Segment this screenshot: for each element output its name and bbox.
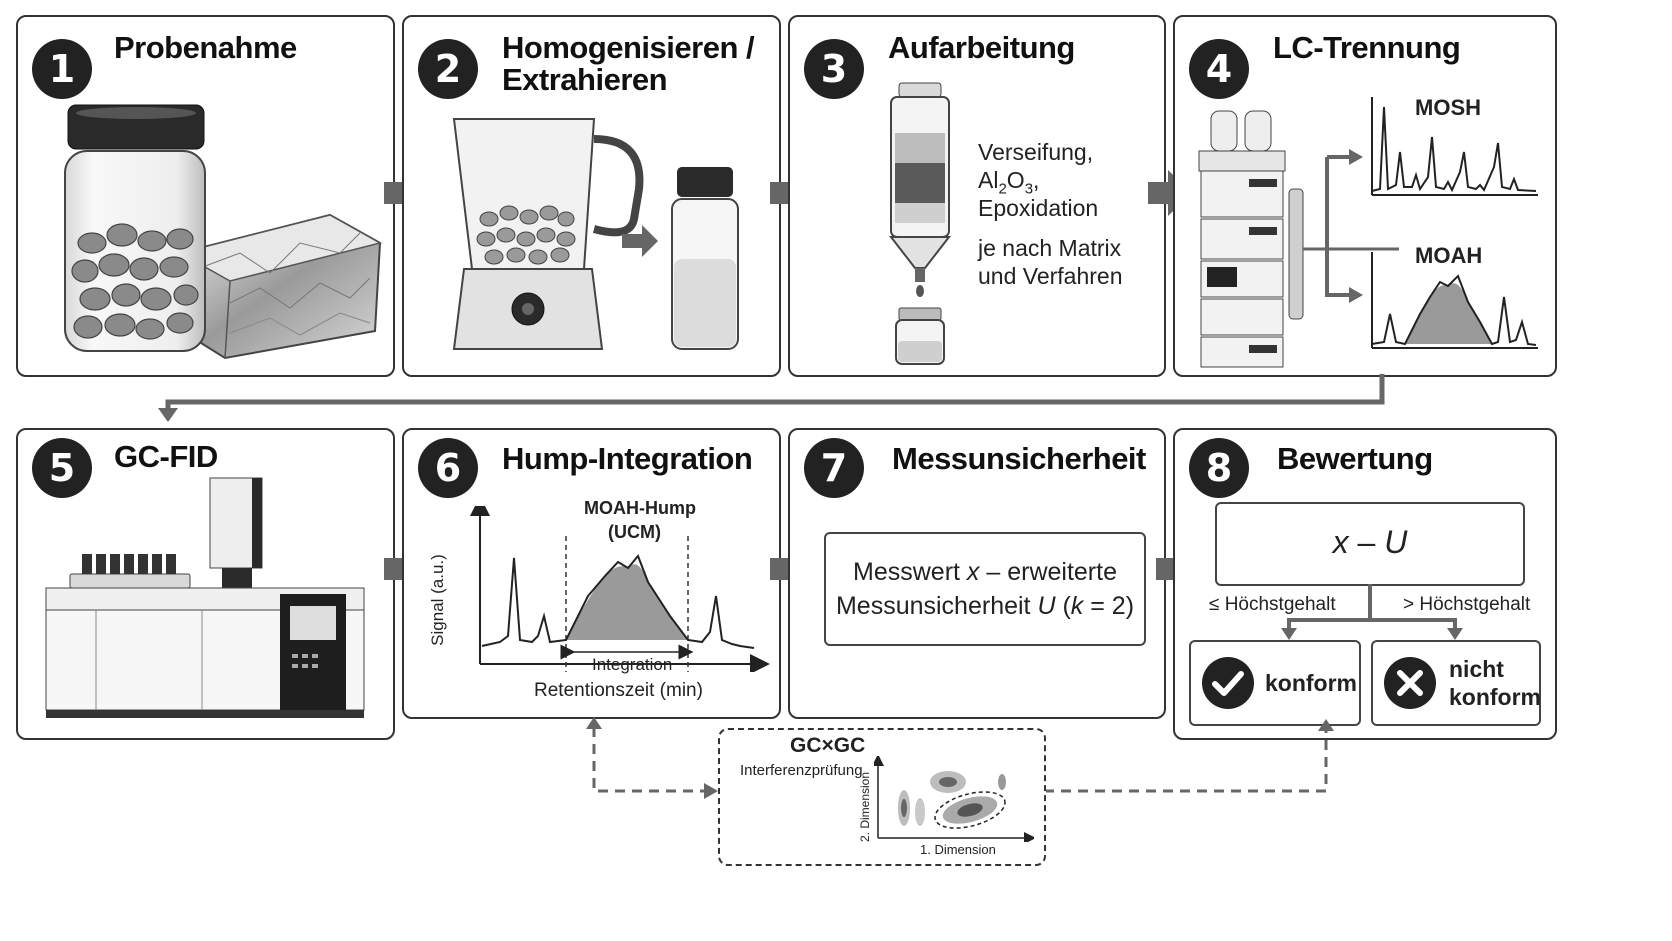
o-symbol: O	[1006, 167, 1025, 193]
sample-jar-illustration	[64, 104, 383, 360]
subscript-3: 3	[1024, 180, 1034, 198]
subscript-2: 2	[998, 180, 1007, 198]
step-2-panel: 2 Homogenisieren / Extrahieren	[402, 15, 781, 377]
step-6-number: 6	[418, 438, 478, 498]
step-8-number: 8	[1189, 438, 1249, 498]
branch-right-label: > Höchstgehalt	[1403, 594, 1531, 615]
mosh-chromatogram	[1371, 97, 1538, 196]
step-6-title: Hump-Integration	[502, 441, 753, 476]
step-4-title: LC-Trennung	[1273, 30, 1461, 65]
hump-label-line1: MOAH-Hump	[584, 498, 696, 518]
text-part: – erweiterte	[979, 558, 1117, 586]
foil-package-icon	[177, 213, 383, 360]
step-7-title: Messunsicherheit	[892, 441, 1146, 476]
step-3-panel: 3 Aufarbeitung Verseifung, Al2O3, Epoxid…	[788, 15, 1166, 377]
step-1-panel: 1 Probenahme	[16, 15, 395, 377]
hump-xlabel: Retentionszeit (min)	[534, 680, 703, 701]
gcxgc-title: GC×GC	[790, 734, 866, 757]
step-3-note-line2: Al2O3,	[978, 167, 1039, 198]
gc-illustration	[45, 477, 365, 718]
lc-branch-arrows	[1325, 149, 1363, 303]
blender-icon	[452, 118, 644, 350]
hplc-illustration	[1198, 110, 1399, 368]
blender-illustration	[452, 118, 739, 350]
result-nonconform-box: nicht konform	[1371, 640, 1541, 726]
minus-sign: –	[1348, 524, 1385, 560]
step-3-number: 3	[804, 39, 864, 99]
step-2-title-line2: Extrahieren	[502, 62, 668, 97]
symbol-u: U	[1384, 524, 1408, 560]
text-part: Messunsicherheit	[835, 592, 1038, 620]
gcxgc-ylabel: 2. Dimension	[858, 771, 873, 843]
uncertainty-box: Messwert x – erweiterte Messunsicherheit…	[824, 532, 1146, 646]
hump-chromatogram	[470, 506, 770, 672]
gc-instrument-icon	[45, 477, 365, 718]
moah-fraction-label: MOAH	[1415, 243, 1483, 268]
step-3-title: Aufarbeitung	[888, 30, 1075, 65]
vial-icon	[671, 167, 739, 350]
step-8-panel: 8 Bewertung x – U ≤ Höchstgehalt > Höchs…	[1173, 428, 1557, 740]
step-8-title: Bewertung	[1277, 441, 1433, 476]
spe-column-illustration	[888, 82, 952, 365]
decision-branch-lines	[1281, 584, 1463, 640]
step-5-panel: 5 GC-FID	[16, 428, 395, 740]
result-conform-box: konform	[1189, 640, 1361, 726]
symbol-x: x	[966, 558, 980, 586]
step-5-title: GC-FID	[114, 439, 218, 474]
gcxgc-box: GC×GC Interferenzprüfung 2. Dimension 1.…	[718, 728, 1046, 866]
symbol-k: k	[1070, 592, 1084, 620]
result-nonconform-line2: konform	[1449, 684, 1541, 710]
result-conform-label: konform	[1265, 670, 1357, 696]
mosh-fraction-label: MOSH	[1415, 95, 1481, 120]
row-connector-arrow	[158, 374, 1385, 422]
gcxgc-dashed-connectors	[586, 717, 1334, 799]
hplc-instrument-icon	[1198, 110, 1399, 368]
gcxgc-contour-plot	[874, 756, 1034, 842]
formula-text: x – U	[1217, 524, 1523, 561]
check-icon	[1202, 657, 1254, 709]
step-6-panel: 6 Hump-Integration MOAH-Hump (UCM) Signa…	[402, 428, 781, 719]
al-symbol: Al	[978, 167, 999, 193]
gcxgc-xlabel: 1. Dimension	[920, 842, 996, 857]
step-2-number: 2	[418, 39, 478, 99]
step-3-note-line4: je nach Matrix	[978, 235, 1122, 261]
hump-ylabel: Signal (a.u.)	[427, 554, 447, 646]
step-5-number: 5	[32, 438, 92, 498]
step-7-panel: 7 Messunsicherheit Messwert x – erweiter…	[788, 428, 1166, 719]
result-nonconform-line1: nicht	[1449, 656, 1504, 682]
step-4-number: 4	[1189, 39, 1249, 99]
moah-chromatogram	[1371, 252, 1538, 349]
step-3-note-line5: und Verfahren	[978, 263, 1123, 289]
step-1-title: Probenahme	[114, 30, 297, 65]
symbol-x: x	[1332, 524, 1349, 560]
uncertainty-line1: Messwert x – erweiterte	[826, 558, 1144, 587]
gcxgc-subtitle: Interferenzprüfung	[740, 762, 863, 779]
branch-left-label: ≤ Höchstgehalt	[1209, 594, 1336, 615]
hump-label-line2: (UCM)	[608, 522, 661, 542]
uncertainty-line2: Messunsicherheit U (k = 2)	[826, 592, 1144, 621]
formula-box: x – U	[1215, 502, 1525, 586]
comma: ,	[1033, 167, 1040, 193]
flow-arrow-3-4	[1148, 170, 1192, 216]
text-part: = 2)	[1083, 592, 1135, 620]
step-2-title-line1: Homogenisieren /	[502, 30, 755, 65]
step-1-number: 1	[32, 39, 92, 99]
spe-column-icon	[888, 82, 952, 365]
cross-icon	[1384, 657, 1436, 709]
step-7-number: 7	[804, 438, 864, 498]
step-4-panel: 4 LC-Trennung MOSH MOAH	[1173, 15, 1557, 377]
symbol-u: U	[1037, 592, 1056, 620]
step-3-note-line1: Verseifung,	[978, 139, 1094, 165]
text-part: (	[1055, 592, 1071, 620]
jar-icon	[64, 104, 206, 352]
step-3-note-line3: Epoxidation	[978, 195, 1099, 221]
text-part: Messwert	[853, 558, 967, 586]
integration-label: Integration	[592, 655, 673, 674]
